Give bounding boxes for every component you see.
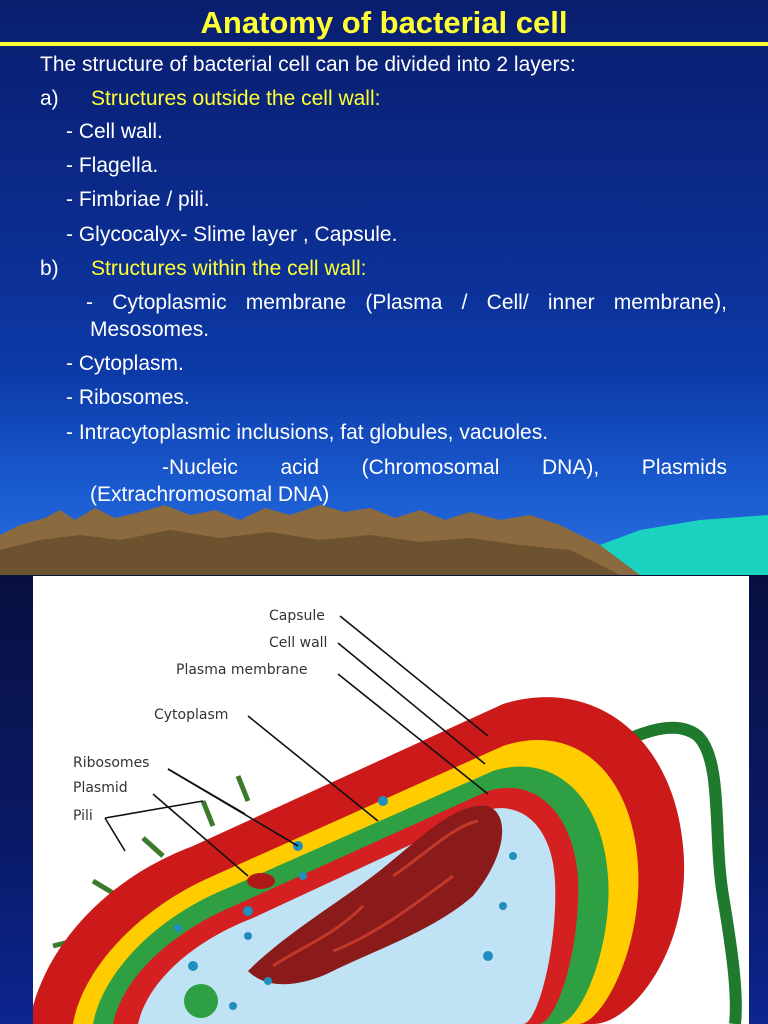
- section-b-marker: b): [40, 257, 59, 280]
- bacterial-cell-diagram: Capsule Cell wall Plasma membrane Cytopl…: [33, 576, 749, 1024]
- list-item: - Ribosomes.: [66, 386, 190, 409]
- nucleoid-dna: [248, 805, 503, 985]
- label-ribosomes: Ribosomes: [73, 755, 150, 771]
- title-underline: [0, 42, 768, 46]
- flagellum-icon: [590, 721, 742, 1024]
- list-item: - Cell wall.: [66, 120, 163, 143]
- membrane-item: - Cytoplasmic membrane (Plasma / Cell/ i…: [86, 291, 727, 341]
- section-a-heading: Structures outside the cell wall:: [91, 87, 381, 110]
- label-capsule: Capsule: [269, 608, 325, 624]
- list-item: - Intracytoplasmic inclusions, fat globu…: [66, 421, 549, 444]
- mountain-landscape: [0, 505, 768, 575]
- section-b-heading: Structures within the cell wall:: [91, 257, 367, 280]
- label-cell-wall: Cell wall: [269, 635, 328, 651]
- plasmid-icon: [247, 873, 275, 889]
- list-item: - Flagella.: [66, 154, 159, 177]
- intro-text: The structure of bacterial cell can be d…: [40, 53, 576, 76]
- cell-illustration: [33, 615, 742, 1024]
- inclusion-granule: [184, 984, 218, 1018]
- label-plasma-membrane: Plasma membrane: [176, 662, 308, 678]
- list-item: - Cytoplasm.: [66, 352, 184, 375]
- label-cytoplasm: Cytoplasm: [154, 707, 229, 723]
- label-pili: Pili: [73, 808, 93, 824]
- list-item: - Fimbriae / pili.: [66, 188, 210, 211]
- section-a-marker: a): [40, 87, 59, 110]
- nucleic-acid-item: -Nucleic acid (Chromosomal DNA), Plasmid…: [90, 456, 727, 506]
- list-item: - Glycocalyx- Slime layer , Capsule.: [66, 223, 398, 246]
- label-plasmid: Plasmid: [73, 780, 128, 796]
- ribosome-dots: [174, 796, 517, 1010]
- label-pointers: [104, 615, 489, 877]
- slide-panel: Anatomy of bacterial cell The structure …: [0, 0, 768, 575]
- slide-title: Anatomy of bacterial cell: [200, 5, 568, 40]
